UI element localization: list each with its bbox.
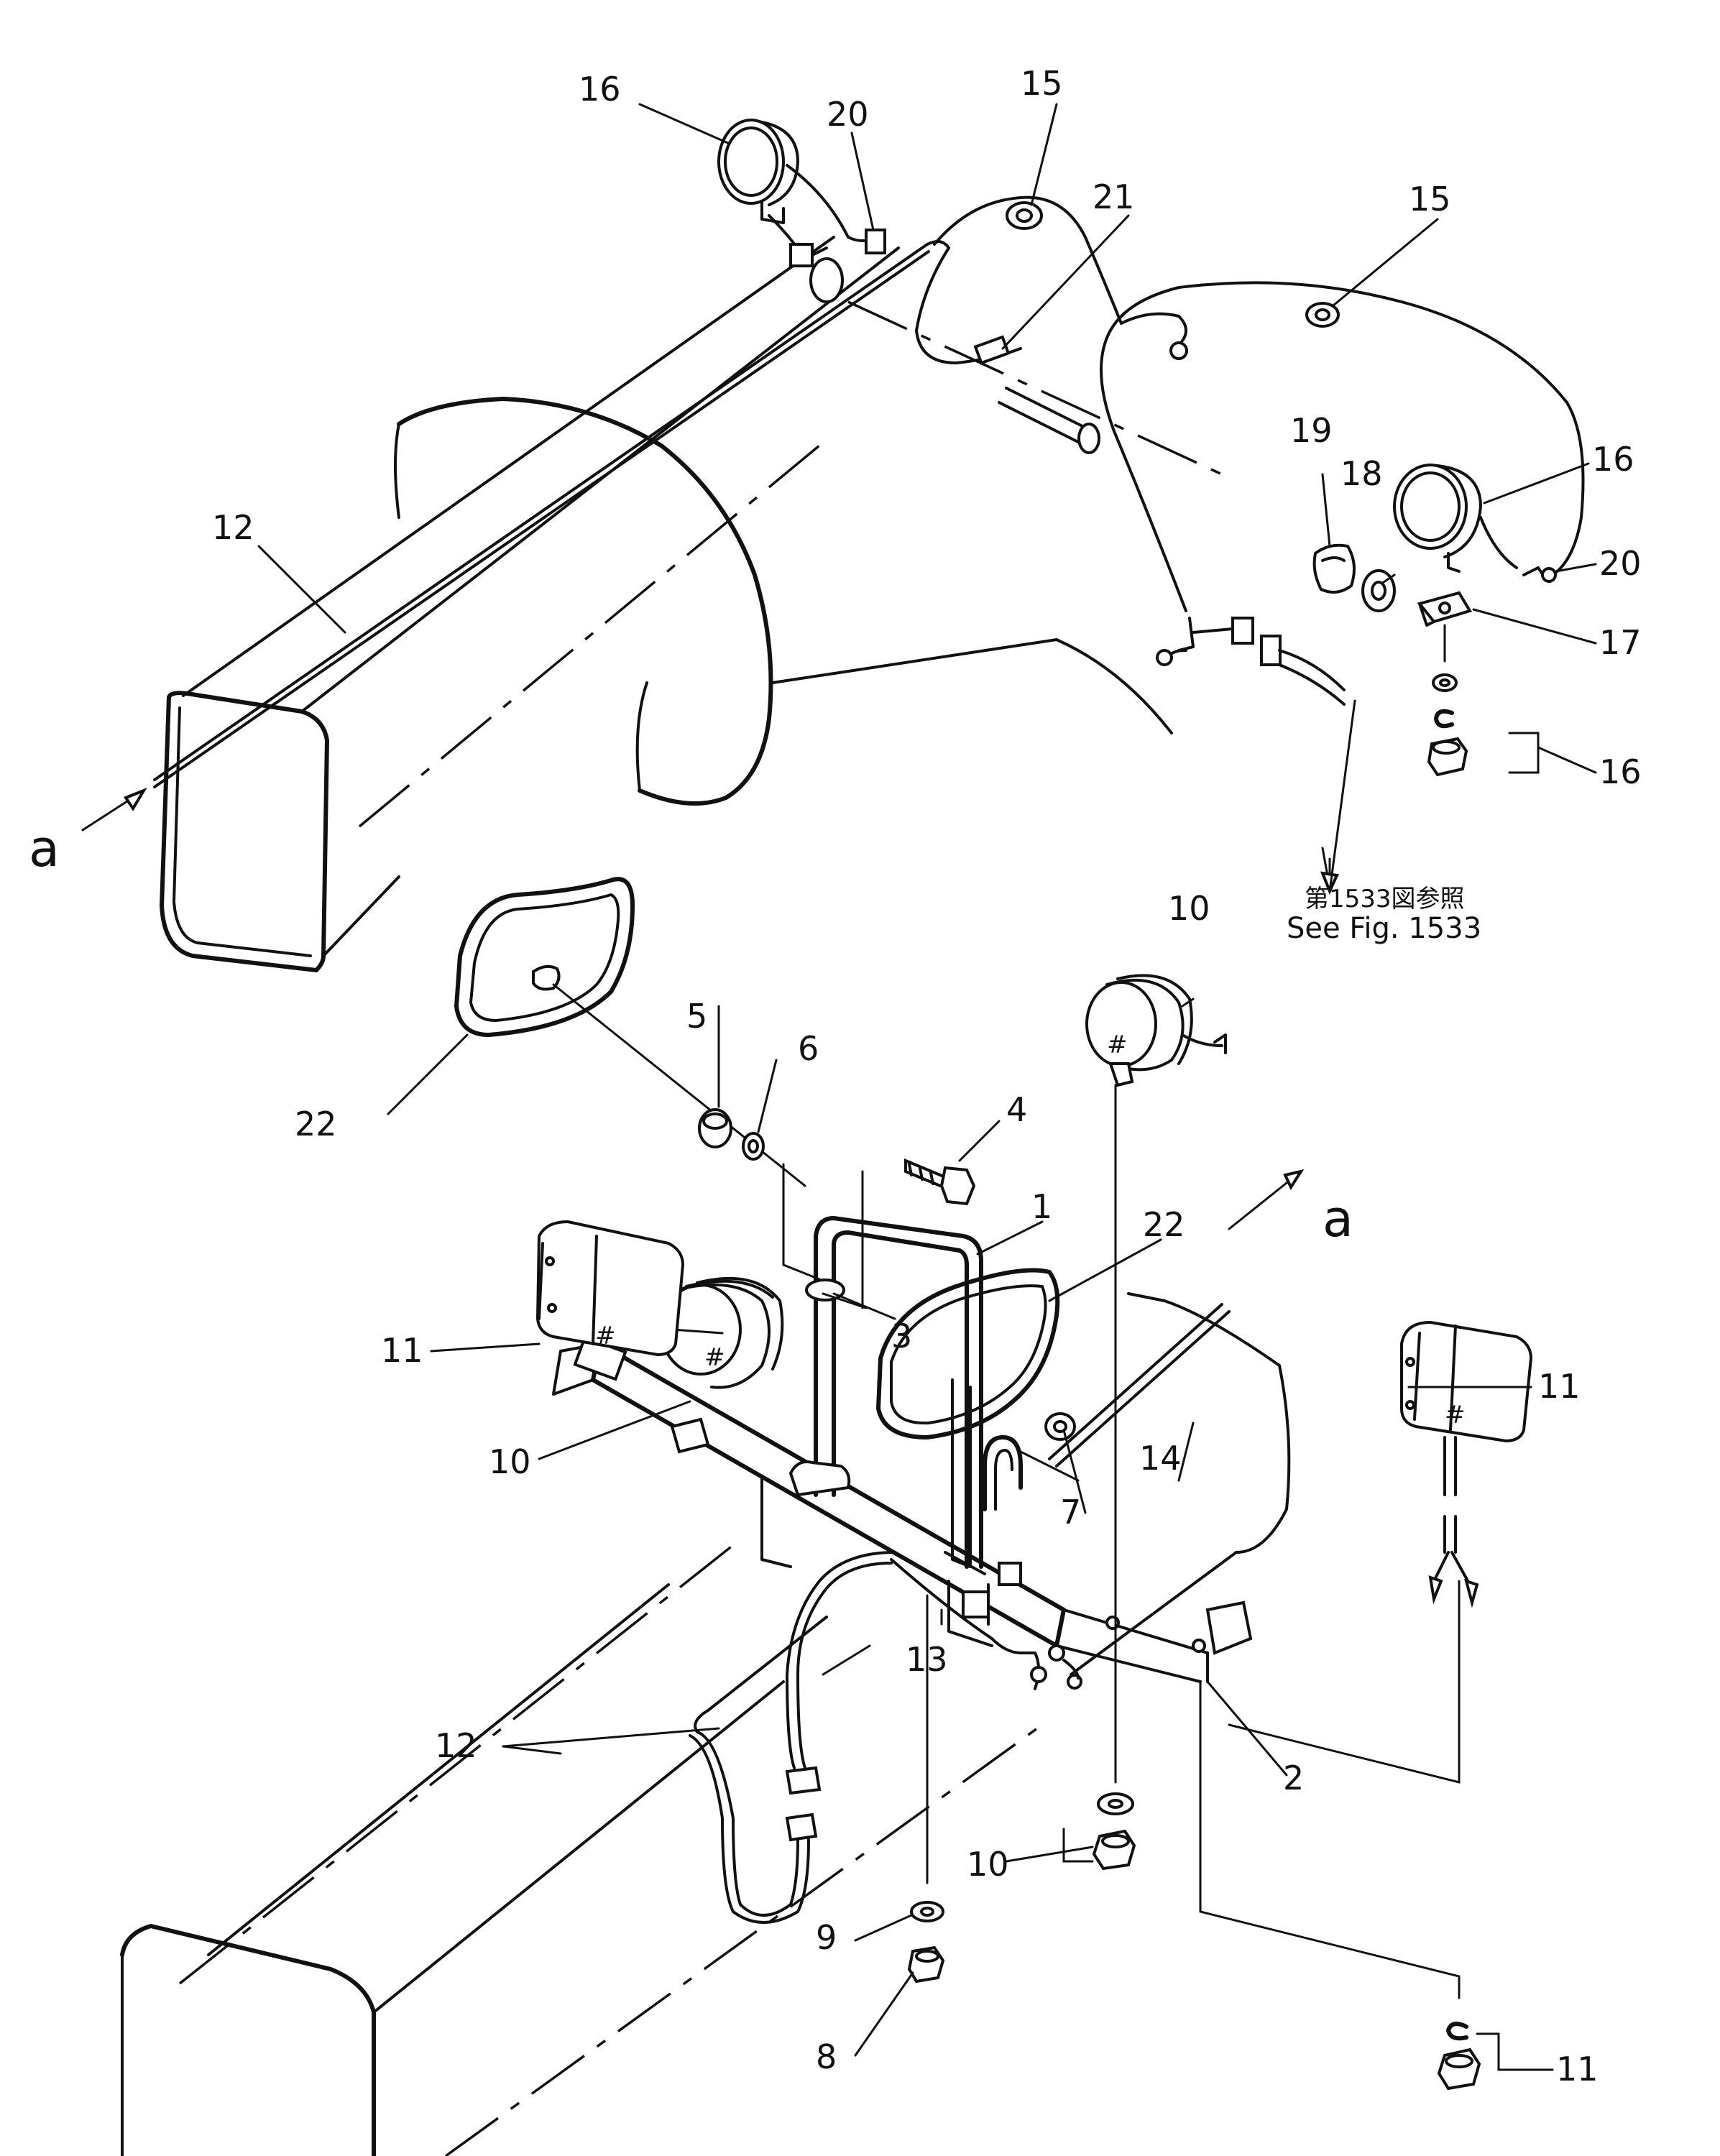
upper-harness xyxy=(915,195,1585,706)
svg-text:#: # xyxy=(1445,1401,1466,1429)
lower-harness xyxy=(689,1551,1082,1924)
callout-11-left: 11 xyxy=(381,1331,423,1370)
callout-20-right: 20 xyxy=(1599,544,1642,583)
upper-boom xyxy=(153,236,1223,972)
leader-lines xyxy=(81,103,1597,2071)
u-bolt xyxy=(983,1412,1076,1511)
bolt-and-nut-set xyxy=(698,1108,976,1206)
svg-text:#: # xyxy=(704,1343,725,1372)
lower-hardware-stacks xyxy=(907,1580,1481,2091)
callout-11-hardware: 11 xyxy=(1556,2050,1599,2088)
svg-text:#: # xyxy=(1107,1031,1128,1059)
upper-left-work-lamp xyxy=(717,119,886,303)
mounting-beam xyxy=(552,1327,1253,1683)
callout-9: 9 xyxy=(816,1918,837,1957)
callout-17: 17 xyxy=(1599,623,1642,662)
callout-20-upper: 20 xyxy=(827,95,869,134)
callout-22-lower: 22 xyxy=(1143,1205,1185,1244)
lower-boom xyxy=(120,1292,1291,2156)
callout-1: 1 xyxy=(1031,1187,1052,1226)
callout-22-upper: 22 xyxy=(295,1105,337,1143)
callout-10-hardware: 10 xyxy=(967,1845,1009,1884)
callout-19: 19 xyxy=(1290,411,1333,450)
callout-labels: 16 20 15 21 15 19 18 16 20 17 16 12 10 5… xyxy=(29,64,1642,2088)
section-mark-a-right: a xyxy=(1323,1189,1353,1248)
lower-right-rear-lamp: # xyxy=(1400,1320,1533,1608)
callout-14: 14 xyxy=(1139,1439,1182,1478)
reference-note-japanese: 第1533図参照 xyxy=(1305,885,1465,913)
callout-10-upper-right: 10 xyxy=(1168,889,1210,928)
callout-15-left: 15 xyxy=(1021,64,1063,103)
callout-11-right: 11 xyxy=(1538,1367,1581,1406)
callout-12-upper: 12 xyxy=(212,508,254,547)
lower-left-rear-lamp: # xyxy=(535,1220,685,1357)
callout-15-right: 15 xyxy=(1409,180,1451,218)
lower-right-work-lamp: # xyxy=(1085,974,1227,1626)
cushion-pad-lower xyxy=(876,1268,1060,1439)
callout-13: 13 xyxy=(906,1640,948,1679)
upper-right-work-lamp xyxy=(1312,464,1557,777)
callout-8: 8 xyxy=(816,2037,837,2076)
callout-7: 7 xyxy=(1060,1493,1081,1531)
callout-10-left: 10 xyxy=(489,1442,531,1481)
callout-3: 3 xyxy=(891,1317,912,1355)
callout-21: 21 xyxy=(1093,178,1135,216)
section-mark-a-left: a xyxy=(29,819,60,878)
callout-16-upper-left: 16 xyxy=(579,70,621,109)
callout-5: 5 xyxy=(686,997,707,1036)
callout-18: 18 xyxy=(1340,454,1383,493)
callout-6: 6 xyxy=(798,1029,819,1068)
svg-text:#: # xyxy=(595,1322,616,1350)
callout-12-lower: 12 xyxy=(435,1726,477,1765)
callout-4: 4 xyxy=(1006,1090,1027,1129)
callout-16-upper-right: 16 xyxy=(1592,440,1634,479)
lower-rod xyxy=(1048,1303,1231,1468)
callout-2: 2 xyxy=(1283,1759,1304,1797)
callout-16-hardware: 16 xyxy=(1599,752,1642,791)
reference-note-english: See Fig. 1533 xyxy=(1287,912,1481,945)
